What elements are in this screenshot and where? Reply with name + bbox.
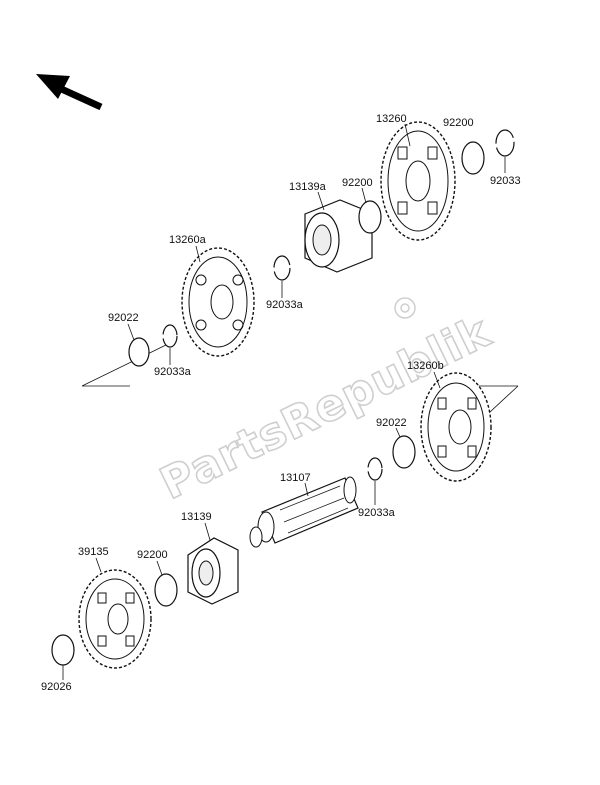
- leader-13260a: [195, 245, 201, 263]
- gear-13260a[interactable]: [181, 247, 255, 357]
- label-92200-top[interactable]: 92200: [443, 117, 474, 129]
- leader-13139: [204, 522, 211, 541]
- leader-13139a: [317, 191, 325, 211]
- label-92022-left[interactable]: 92022: [108, 312, 139, 324]
- leader-13107: [304, 482, 309, 497]
- label-13260a[interactable]: 13260a: [169, 234, 207, 246]
- ring-92200-top[interactable]: [461, 141, 485, 175]
- leader-92200-mid: [361, 187, 367, 204]
- ring-92200-mid[interactable]: [358, 200, 382, 234]
- leader-13260: [404, 123, 411, 147]
- label-92200-lower[interactable]: 92200: [137, 549, 168, 561]
- label-92033a-upper[interactable]: 92033a: [266, 299, 304, 311]
- circlip-92033[interactable]: [495, 129, 515, 157]
- ring-92026[interactable]: [51, 634, 75, 666]
- label-39135[interactable]: 39135: [78, 546, 109, 558]
- circlip-92033a-left[interactable]: [162, 324, 178, 348]
- leader-13260b: [433, 371, 441, 389]
- label-13139a[interactable]: 13139a: [289, 181, 327, 193]
- shaft-13107[interactable]: [249, 476, 359, 548]
- label-92026[interactable]: 92026: [41, 681, 72, 693]
- label-92033[interactable]: 92033: [490, 175, 521, 187]
- label-13260b[interactable]: 13260b: [407, 360, 444, 372]
- hub-13139a[interactable]: [304, 199, 373, 273]
- label-92033a-lower[interactable]: 92033a: [358, 507, 396, 519]
- label-13260[interactable]: 13260: [376, 113, 407, 125]
- leader-92022-right: [395, 427, 401, 438]
- front-arrow-icon: [36, 74, 103, 111]
- label-13107[interactable]: 13107: [280, 472, 311, 484]
- gear-logo-icon: [394, 297, 416, 319]
- leader-92200-lower: [156, 560, 163, 576]
- leader-92022-left: [127, 323, 135, 341]
- gear-13260[interactable]: [380, 121, 456, 241]
- label-92022-right[interactable]: 92022: [376, 417, 407, 429]
- axis-line-upper: [81, 342, 171, 387]
- circlip-92033a-upper[interactable]: [273, 255, 291, 281]
- ring-92022-right[interactable]: [392, 435, 416, 469]
- gear-39135[interactable]: [78, 569, 152, 669]
- label-13139[interactable]: 13139: [181, 511, 212, 523]
- circlip-92033a-lower[interactable]: [367, 457, 383, 481]
- leader-39135: [95, 557, 102, 573]
- label-92033a-left[interactable]: 92033a: [154, 366, 192, 378]
- ring-92200-lower[interactable]: [154, 573, 178, 607]
- gear-13260b[interactable]: [420, 372, 492, 482]
- ring-92022-left[interactable]: [128, 337, 150, 367]
- label-92200-mid[interactable]: 92200: [342, 177, 373, 189]
- hub-13139[interactable]: [187, 537, 239, 605]
